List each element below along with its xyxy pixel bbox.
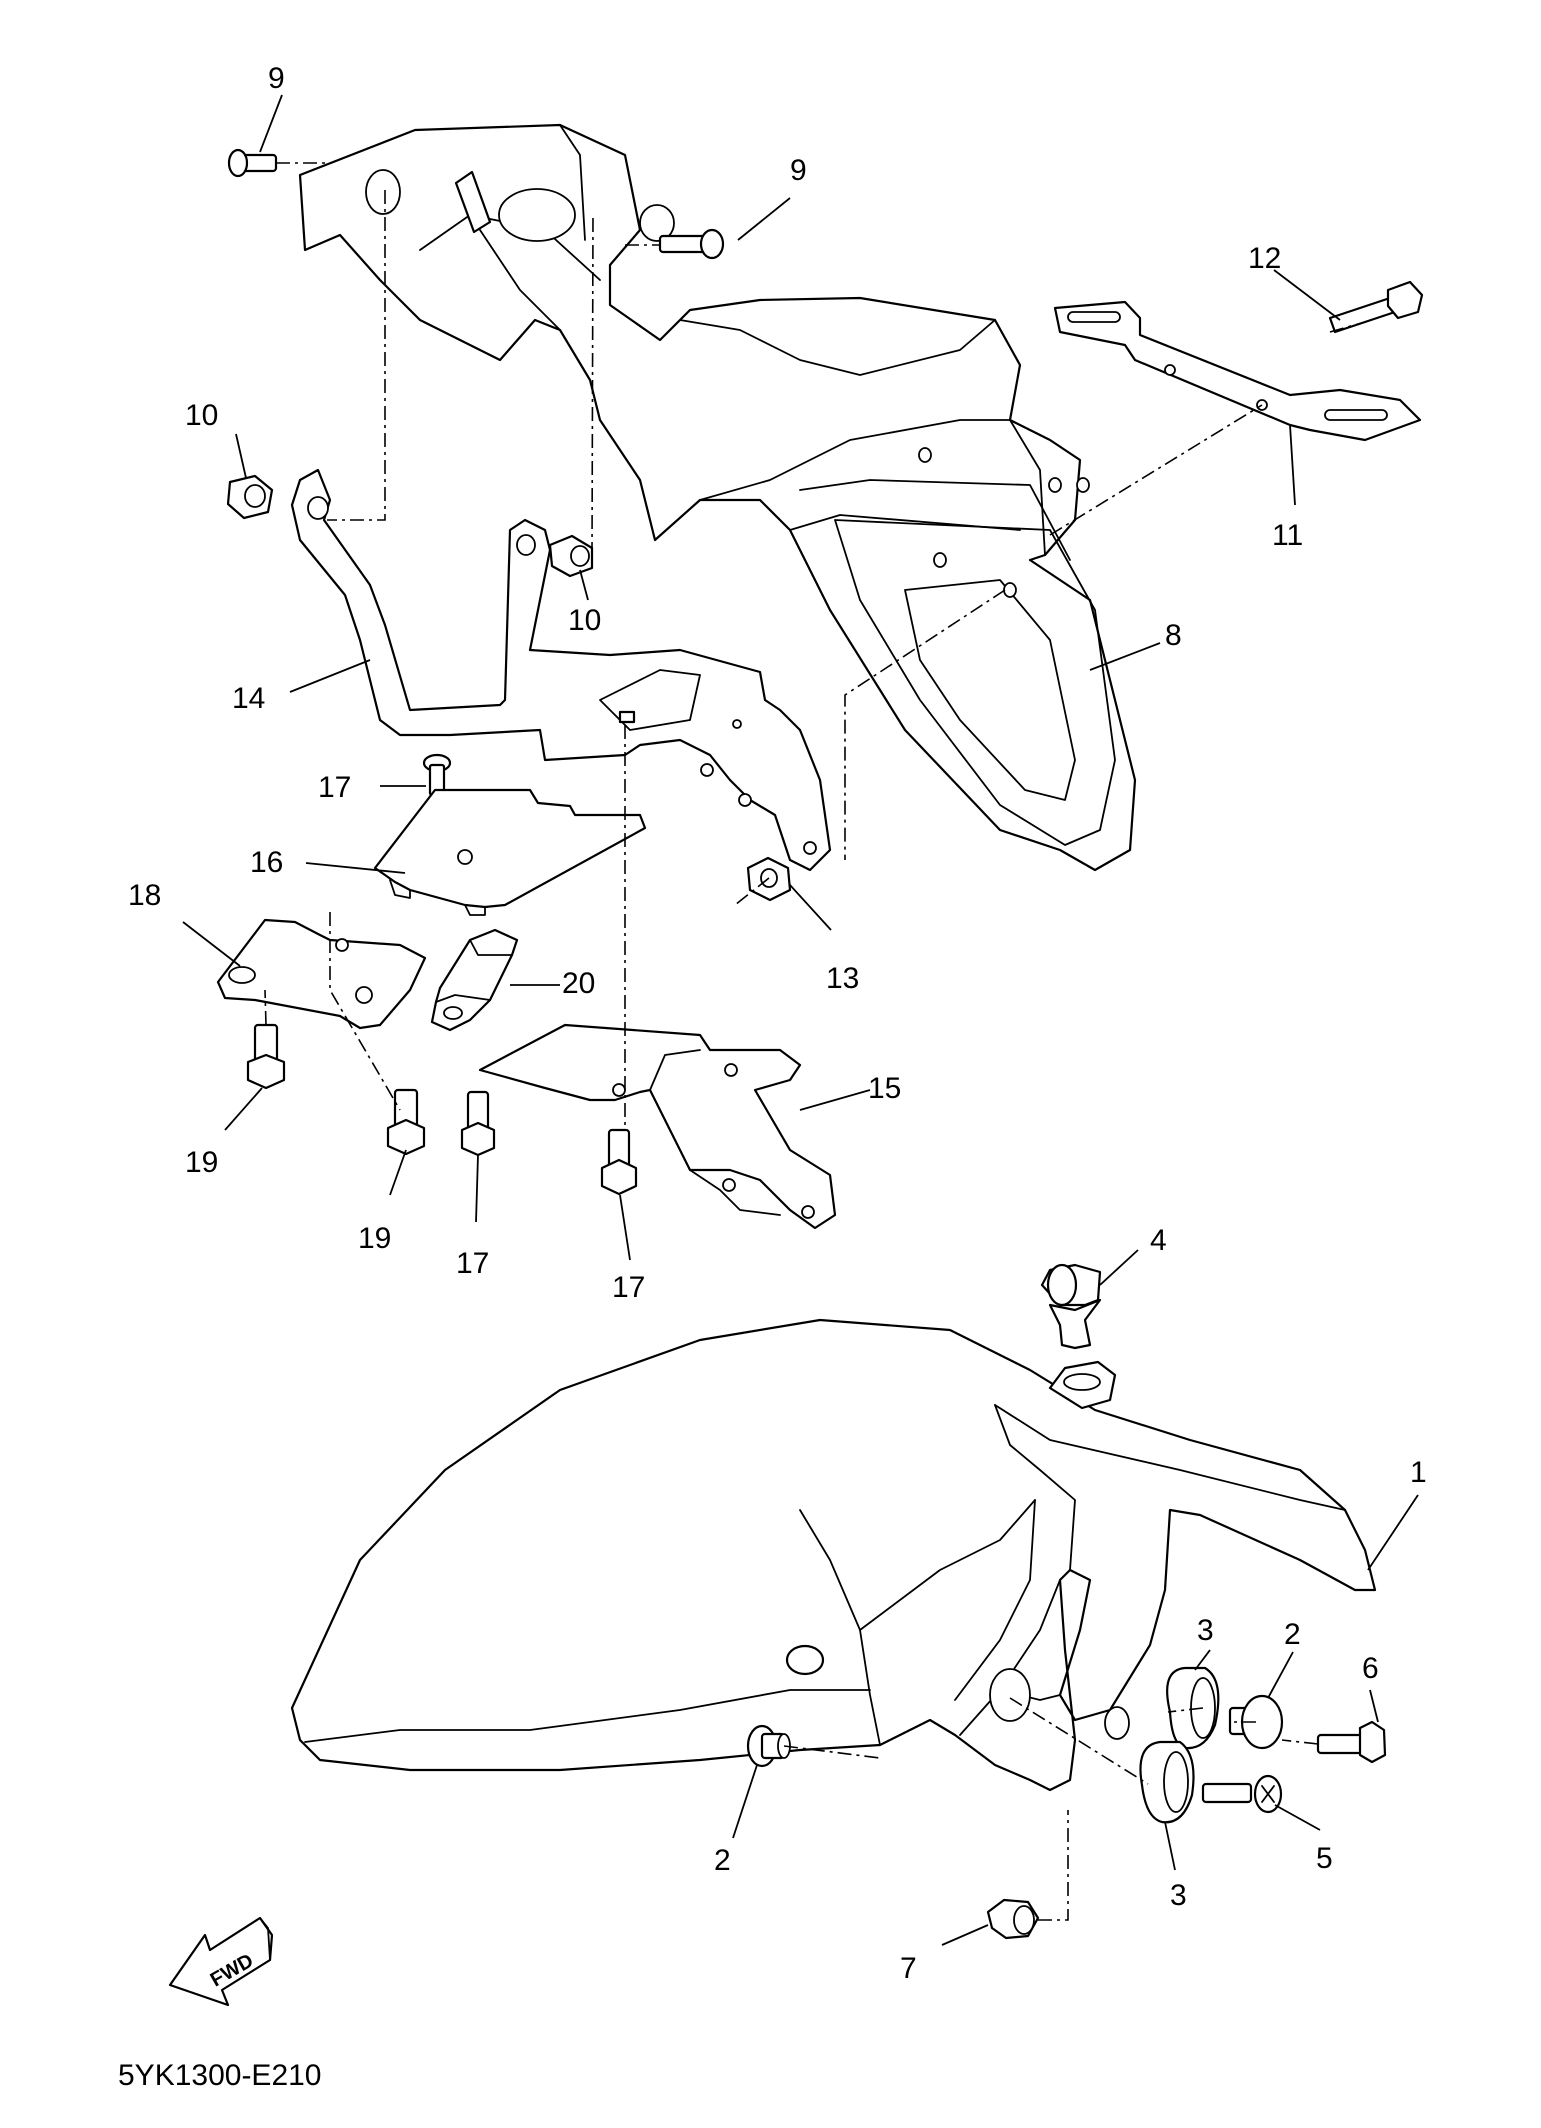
callout-16: 16 xyxy=(250,846,283,879)
callout-12: 12 xyxy=(1248,242,1281,275)
nut-10-right xyxy=(548,534,594,578)
callout-10-left: 10 xyxy=(185,399,218,432)
bolt-19-middle xyxy=(386,1088,426,1156)
bolt-17-top xyxy=(422,753,452,797)
callout-2-right: 2 xyxy=(1284,1618,1301,1651)
bolt-17-middle xyxy=(460,1090,496,1157)
front-fender xyxy=(290,1318,1377,1792)
license-bracket-11 xyxy=(1053,300,1422,442)
callout-5: 5 xyxy=(1316,1842,1333,1875)
callout-17-top: 17 xyxy=(318,771,351,804)
callout-7: 7 xyxy=(900,1952,917,1985)
callout-10-right: 10 xyxy=(568,604,601,637)
grommet-3-upper xyxy=(1166,1666,1220,1750)
plate-16 xyxy=(373,788,647,916)
bolt-17-right xyxy=(600,1128,638,1196)
bolt-6 xyxy=(1316,1720,1387,1764)
callout-2-left: 2 xyxy=(714,1844,731,1877)
nut-7 xyxy=(986,1898,1040,1940)
bracket-14 xyxy=(290,468,832,872)
callout-4: 4 xyxy=(1150,1224,1167,1257)
assembly-lines xyxy=(264,162,1366,1921)
callout-20: 20 xyxy=(562,967,595,1000)
callout-19-middle: 19 xyxy=(358,1222,391,1255)
callout-13: 13 xyxy=(826,962,859,995)
callout-8: 8 xyxy=(1165,619,1182,652)
callout-15: 15 xyxy=(868,1072,901,1105)
bolt-12 xyxy=(1328,280,1424,334)
callout-19-left: 19 xyxy=(185,1146,218,1179)
bolt-19-left xyxy=(246,1023,286,1090)
callout-18: 18 xyxy=(128,879,161,912)
callout-3-lower: 3 xyxy=(1170,1879,1187,1912)
grommet-3-lower xyxy=(1139,1740,1195,1824)
rubber-20 xyxy=(430,928,519,1032)
leader-lines xyxy=(182,94,1419,1946)
callout-17-middle: 17 xyxy=(456,1247,489,1280)
fwd-arrow-icon: FWD xyxy=(168,1916,274,2007)
nut-10-left xyxy=(226,474,274,520)
diagram-code: 5YK1300-E210 xyxy=(118,2059,322,2092)
bolt-9-left xyxy=(227,148,278,178)
bracket-15 xyxy=(478,1023,837,1230)
callout-11: 11 xyxy=(1272,519,1303,552)
callout-14: 14 xyxy=(232,682,265,715)
clip-4 xyxy=(1040,1263,1102,1350)
screw-5 xyxy=(1201,1774,1283,1814)
rear-fender-housing xyxy=(298,123,1137,872)
callout-3-upper: 3 xyxy=(1197,1614,1214,1647)
bolt-9-right xyxy=(658,228,725,260)
callout-17-right: 17 xyxy=(612,1271,645,1304)
callout-1: 1 xyxy=(1410,1456,1427,1489)
callout-9-left: 9 xyxy=(268,62,285,95)
callout-9-right: 9 xyxy=(790,154,807,187)
callout-labels: 9 9 12 10 11 10 8 14 17 16 18 20 13 15 1… xyxy=(128,62,1427,1985)
callout-6: 6 xyxy=(1362,1652,1379,1685)
bracket-18 xyxy=(216,918,427,1030)
